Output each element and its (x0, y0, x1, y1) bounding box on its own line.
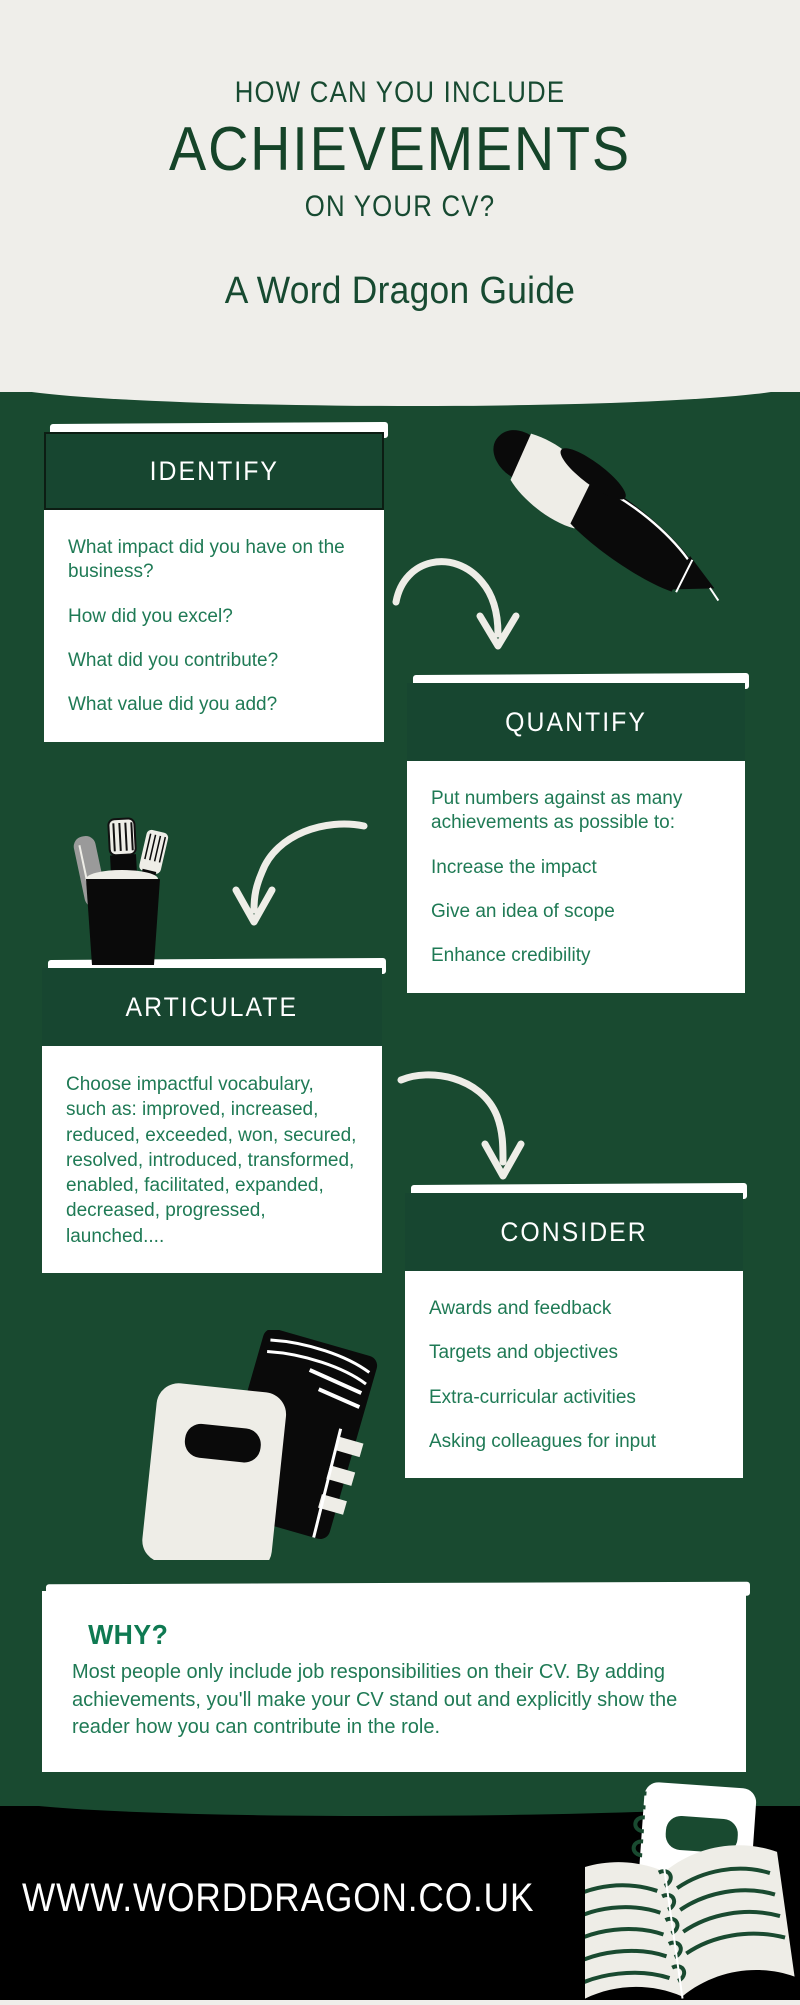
card-identify-header: IDENTIFY (44, 432, 384, 510)
card-quantify-header: QUANTIFY (407, 683, 745, 761)
list-item: Give an idea of scope (431, 900, 615, 922)
list-item: What value did you add? (68, 694, 278, 716)
card-consider-body: Awards and feedback Targets and objectiv… (405, 1271, 743, 1479)
list-item: Asking colleagues for input (429, 1430, 657, 1452)
list-item: How did you excel? (68, 605, 233, 627)
why-box: WHY? Most people only include job respon… (42, 1581, 751, 1772)
card-quantify-title: QUANTIFY (505, 706, 647, 737)
list-item: Enhance credibility (431, 945, 591, 967)
card-consider-title: CONSIDER (500, 1216, 648, 1247)
why-box-top-strip (45, 1581, 751, 1599)
list-item: Choose impactful vocabulary, such as: im… (66, 1074, 357, 1247)
header-subtitle: A Word Dragon Guide (224, 270, 576, 313)
card-identify[interactable]: IDENTIFY What impact did you have on the… (44, 421, 389, 742)
list-item: Targets and objectives (429, 1342, 619, 1364)
why-text: Most people only include job responsibil… (72, 1661, 678, 1739)
card-articulate[interactable]: ARTICULATE Choose impactful vocabulary, … (42, 957, 387, 1273)
page-title: ACHIEVEMENTS (169, 115, 631, 184)
card-identify-title: IDENTIFY (149, 455, 279, 486)
card-consider-header: CONSIDER (405, 1193, 743, 1271)
card-consider[interactable]: CONSIDER Awards and feedback Targets and… (405, 1182, 748, 1479)
list-item: Put numbers against as many achievements… (431, 788, 683, 834)
list-item: What did you contribute? (68, 649, 279, 671)
card-articulate-body: Choose impactful vocabulary, such as: im… (42, 1046, 382, 1273)
card-identify-body: What impact did you have on the business… (44, 510, 384, 742)
list-item: What impact did you have on the business… (68, 537, 345, 583)
card-quantify[interactable]: QUANTIFY Put numbers against as many ach… (407, 672, 750, 993)
card-articulate-header: ARTICULATE (42, 968, 382, 1046)
why-title: WHY? (88, 1619, 169, 1650)
website-url[interactable]: WWW.WORDDRAGON.CO.UK (22, 1876, 535, 1920)
card-quantify-body: Put numbers against as many achievements… (407, 761, 745, 993)
list-item: Awards and feedback (429, 1298, 612, 1319)
header-line-1: HOW CAN YOU INCLUDE (234, 76, 566, 109)
footer: WWW.WORDDRAGON.CO.UK (0, 1796, 800, 2000)
list-item: Increase the impact (431, 856, 597, 878)
header-line-3: ON YOUR CV? (304, 190, 496, 224)
footer-wave-divider (0, 1796, 800, 1816)
header: HOW CAN YOU INCLUDE ACHIEVEMENTS ON YOUR… (0, 0, 800, 392)
card-articulate-title: ARTICULATE (125, 991, 299, 1022)
list-item: Extra-curricular activities (429, 1386, 636, 1408)
